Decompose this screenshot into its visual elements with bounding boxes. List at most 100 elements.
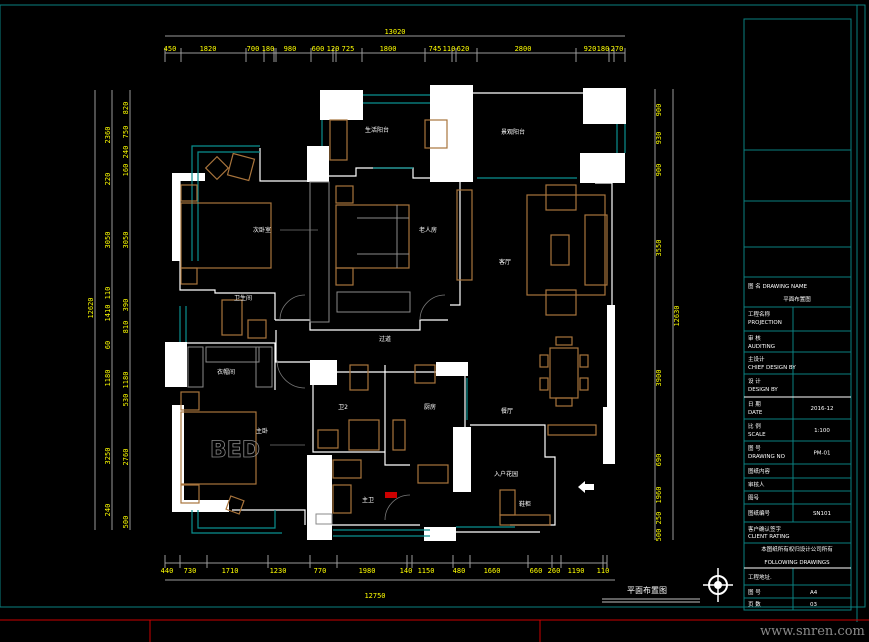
dimension-bottom-segment: 440 <box>161 567 174 575</box>
entry-arrow-icon <box>578 481 594 493</box>
dimension-left-segment: 1410 <box>104 305 112 322</box>
title-block-label: 审 核 <box>748 334 761 342</box>
dimension-top-segment: 2800 <box>515 45 532 53</box>
dimension-left-segment: 3050 <box>122 232 130 249</box>
dimension-bottom-segment: 770 <box>314 567 327 575</box>
room-label: 景观阳台 <box>501 128 525 136</box>
following-drawings: FOLLOWING DRAWINGS <box>764 560 830 566</box>
dimension-bottom-segment: 660 <box>530 567 543 575</box>
title-block-value: PM-01 <box>813 451 830 457</box>
page-value: 03 <box>810 602 817 608</box>
dimension-top-segment: 450 <box>164 45 177 53</box>
dimension-top-segment: 1800 <box>380 45 397 53</box>
dimension-top-segment: 180 <box>262 45 275 53</box>
dimension-left-segment: 160 <box>122 164 130 177</box>
title-block-label: 日 期 <box>748 401 761 408</box>
dimension-left-segment: 60 <box>104 341 112 349</box>
title-block-label: 图纸内容 <box>748 467 771 475</box>
dimension-top-total: 13020 <box>384 28 405 36</box>
dimension-top-segment: 920 <box>584 45 597 53</box>
room-label: 入户花园 <box>494 470 518 478</box>
dimension-bottom-segment: 140 <box>400 567 413 575</box>
dimension-top-segment: 725 <box>342 45 355 53</box>
title-block-label: 比 例 <box>748 422 761 430</box>
room-label: 主卫 <box>362 496 374 504</box>
drawing-title: 平面布置图 <box>627 585 667 595</box>
title-block-label-en: CHIEF DESIGN BY <box>748 365 796 371</box>
dimension-bottom-segment: 1710 <box>222 567 239 575</box>
dimension-right-total: 12630 <box>673 305 681 326</box>
client-label-en: CLIENT RATING <box>748 534 790 540</box>
dimension-left-segment: 750 <box>122 126 130 139</box>
title-block-label: 图 号 <box>748 444 761 452</box>
title-block-label: 审核人 <box>748 481 765 489</box>
room-label: 主卧 <box>256 427 268 435</box>
dimension-top-segment: 600 <box>312 45 325 53</box>
dimension-right-segment: 900 <box>655 164 663 177</box>
sheet-label: 图 号 <box>748 588 761 596</box>
dimension-top-segment: 180 <box>597 45 610 53</box>
dimension-right-segment: 900 <box>655 104 663 117</box>
windows <box>179 94 626 537</box>
dimension-top-segment: 745 <box>429 45 442 53</box>
title-block-label-en: DESIGN BY <box>748 387 778 393</box>
room-label: 衣帽间 <box>217 368 235 376</box>
dimension-left-segment: 2760 <box>122 449 130 466</box>
dimension-bottom-segment: 730 <box>184 567 197 575</box>
dimension-left-segment: 810 <box>122 321 130 334</box>
title-block-value: 1:100 <box>814 428 830 434</box>
dimension-left-segment: 240 <box>104 504 112 517</box>
bed-second-bedroom <box>180 202 272 269</box>
title-block-label-en: DRAWING NO <box>748 454 786 460</box>
dimension-right-segment: 3900 <box>655 370 663 387</box>
dimension-top-segment: 1820 <box>200 45 217 53</box>
dimension-left-segment: 530 <box>122 394 130 407</box>
dimension-bottom-segment: 260 <box>548 567 561 575</box>
ownership-note: 本图纸所有权归设计公司所有 <box>761 545 833 553</box>
dimension-left-segment: 240 <box>122 146 130 159</box>
dimension-bottom-segment: 1660 <box>484 567 501 575</box>
dimension-left-segment: 1180 <box>122 372 130 389</box>
room-label: 生活阳台 <box>365 126 389 134</box>
drawing-frame <box>0 4 869 642</box>
room-label: 鞋柜 <box>519 500 531 508</box>
title-block-label-en: AUDITING <box>748 344 775 350</box>
dining-table <box>549 347 579 399</box>
title-block-label-en: DATE <box>748 410 763 416</box>
dimension-right-segment: 1960 <box>655 487 663 504</box>
drawing-name-value: 平面布置图 <box>783 295 811 303</box>
room-label: 卫2 <box>338 404 348 411</box>
bed-text: BED <box>210 438 260 463</box>
title-block-label: 图号 <box>748 494 760 502</box>
dimension-left-segment: 500 <box>122 516 130 529</box>
dimension-right-segment: 3550 <box>655 240 663 257</box>
dimension-top-segment: 270 <box>611 45 624 53</box>
dimension-left-segment: 3050 <box>104 232 112 249</box>
sheet-value: A4 <box>810 590 818 596</box>
title-block-value: SN101 <box>813 511 831 517</box>
dimension-bottom-segment: 110 <box>597 567 610 575</box>
bed-elder-room <box>335 204 410 269</box>
dimension-left-total: 12620 <box>87 297 95 318</box>
dimension-bottom-segment: 1190 <box>568 567 585 575</box>
room-label: 客厅 <box>499 258 511 266</box>
dimension-ticks <box>164 48 626 568</box>
page-label: 页 数 <box>748 600 761 608</box>
dimension-lines <box>94 35 674 581</box>
room-label: 厨房 <box>424 403 436 411</box>
dimension-top-segment: 620 <box>457 45 470 53</box>
dimension-bottom-segment: 480 <box>453 567 466 575</box>
dimension-left-segment: 1180 <box>104 370 112 387</box>
room-label: 次卧室 <box>253 226 271 234</box>
watermark: www.snren.com <box>760 624 865 639</box>
room-label: 老人房 <box>419 226 437 234</box>
client-label: 客户确认签字 <box>748 525 782 533</box>
title-block-label-en: SCALE <box>748 432 766 438</box>
room-label: 卫生间 <box>234 294 252 302</box>
dimension-left-segment: 820 <box>122 102 130 115</box>
dimension-left-segment: 2360 <box>104 127 112 144</box>
